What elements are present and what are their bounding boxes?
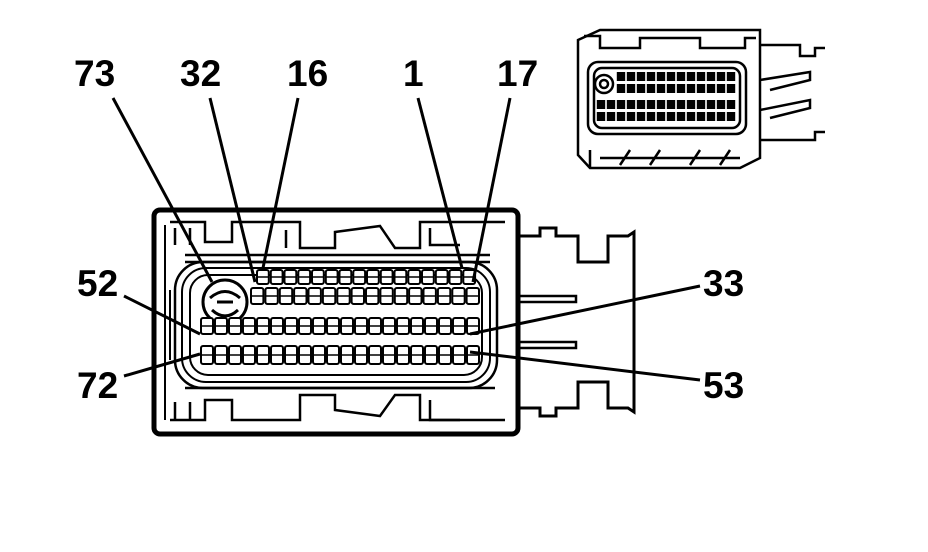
iso-pin: [696, 100, 706, 109]
iso-pin: [686, 112, 696, 121]
callout-32: 32: [180, 53, 221, 94]
isometric-pin-grid: [596, 72, 736, 121]
iso-pin: [696, 72, 706, 81]
iso-pin: [606, 112, 616, 121]
leader-53: [469, 350, 701, 382]
iso-pin: [686, 72, 696, 81]
pin-grid: [200, 269, 481, 365]
callout-73: 73: [74, 53, 115, 94]
leader-32: [208, 97, 257, 283]
leader-16: [261, 97, 300, 269]
iso-pin: [646, 100, 656, 109]
iso-pin: [696, 84, 706, 93]
leader-72: [123, 352, 201, 378]
iso-pin: [666, 100, 676, 109]
iso-pin: [656, 100, 666, 109]
iso-pin: [616, 84, 626, 93]
iso-pin: [626, 84, 636, 93]
iso-pin: [676, 112, 686, 121]
callout-52: 52: [77, 263, 118, 304]
callout-33: 33: [703, 263, 744, 304]
iso-pin: [656, 112, 666, 121]
iso-pin: [666, 112, 676, 121]
leader-33: [469, 284, 701, 336]
iso-pin: [726, 72, 736, 81]
iso-pin: [616, 100, 626, 109]
iso-pin: [726, 100, 736, 109]
iso-pin: [596, 112, 606, 121]
leader-52: [123, 294, 201, 336]
iso-pin: [686, 100, 696, 109]
iso-pin: [706, 112, 716, 121]
iso-pin: [636, 112, 646, 121]
iso-pin: [666, 72, 676, 81]
iso-pin: [646, 84, 656, 93]
iso-pin: [656, 84, 666, 93]
leader-lines: [111, 97, 701, 382]
iso-pin: [716, 84, 726, 93]
iso-pin: [616, 72, 626, 81]
iso-pin: [716, 112, 726, 121]
iso-pin: [686, 84, 696, 93]
iso-pin: [646, 72, 656, 81]
iso-pin: [626, 100, 636, 109]
callout-17: 17: [497, 53, 538, 94]
iso-pin: [676, 100, 686, 109]
callout-1: 1: [403, 53, 424, 94]
isometric-connector-view: [576, 28, 825, 170]
iso-pin: [656, 72, 666, 81]
iso-pin: [636, 72, 646, 81]
iso-pin: [706, 100, 716, 109]
leader-1: [416, 97, 464, 269]
iso-pin: [616, 112, 626, 121]
iso-pin: [726, 112, 736, 121]
leader-17: [471, 97, 512, 283]
callout-16: 16: [287, 53, 328, 94]
callout-labels: 73 32 16 1 17 52 72 33 53: [74, 53, 744, 406]
iso-pin: [726, 84, 736, 93]
iso-pin: [666, 84, 676, 93]
iso-pin: [596, 100, 606, 109]
connector-face-view: [151, 207, 636, 437]
iso-pin: [716, 100, 726, 109]
iso-pin: [696, 112, 706, 121]
iso-pin: [676, 72, 686, 81]
iso-pin: [676, 84, 686, 93]
iso-pin: [716, 72, 726, 81]
iso-pin: [636, 84, 646, 93]
iso-pin: [706, 84, 716, 93]
callout-53: 53: [703, 365, 744, 406]
callout-72: 72: [77, 365, 118, 406]
iso-pin: [646, 112, 656, 121]
iso-pin: [636, 100, 646, 109]
iso-pin: [706, 72, 716, 81]
iso-pin: [626, 72, 636, 81]
iso-pin: [626, 112, 636, 121]
leader-73: [111, 97, 214, 283]
iso-pin: [606, 100, 616, 109]
